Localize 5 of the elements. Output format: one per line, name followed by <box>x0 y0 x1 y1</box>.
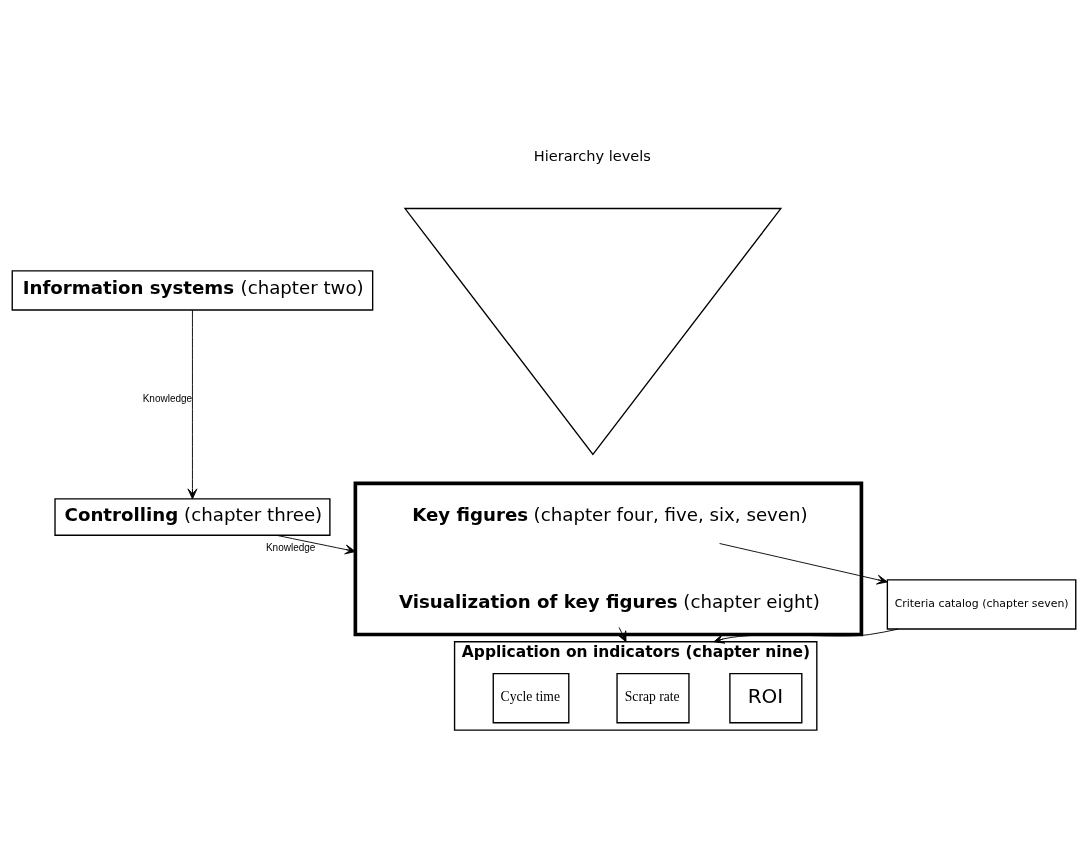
edge-label: Knowledge <box>142 392 193 404</box>
node-text: Visualization of key figures (chapter eight) <box>399 590 820 612</box>
node-text: Key figures (chapter four, five, six, seven) <box>412 503 808 525</box>
node-label: Hierarchy levels <box>533 146 651 164</box>
edge-label: Knowledge <box>265 541 316 553</box>
